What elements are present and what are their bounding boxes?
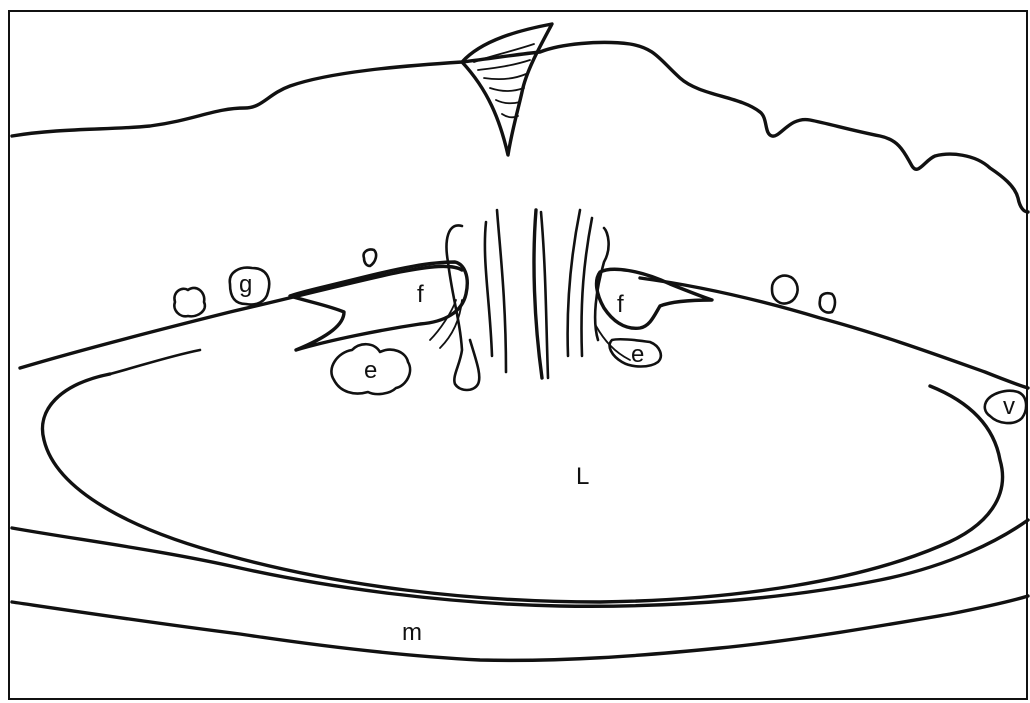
label-L: L bbox=[576, 463, 589, 490]
label-g: g bbox=[239, 271, 252, 298]
left-fold bbox=[290, 262, 467, 350]
wedge-striation-2 bbox=[478, 60, 530, 70]
left-nodule-small bbox=[174, 288, 205, 316]
central-striation-4 bbox=[534, 210, 542, 378]
tiny-nodule-top bbox=[364, 249, 376, 266]
wedge-striation-4 bbox=[490, 88, 524, 91]
label-e-left: e bbox=[364, 357, 377, 384]
label-v: v bbox=[1003, 393, 1015, 420]
central-striation-3 bbox=[497, 210, 506, 372]
label-f-left: f bbox=[417, 281, 424, 308]
wedge-striation-5 bbox=[496, 100, 520, 103]
upper-surface-outline bbox=[12, 42, 1028, 212]
central-striation-6 bbox=[568, 210, 580, 356]
lumen-oval bbox=[42, 374, 1002, 602]
striated-wedge bbox=[462, 24, 552, 155]
right-nodule-1 bbox=[772, 276, 798, 304]
central-striation-7 bbox=[581, 218, 592, 356]
label-e-right: e bbox=[631, 341, 644, 368]
outer-layer-curve bbox=[12, 520, 1028, 606]
central-striation-2 bbox=[485, 222, 492, 356]
wedge-striation-3 bbox=[484, 74, 526, 79]
right-fold bbox=[597, 269, 712, 328]
central-striation-1 bbox=[447, 225, 480, 390]
central-striation-5 bbox=[541, 212, 548, 378]
label-f-right: f bbox=[617, 291, 624, 318]
right-nodule-2 bbox=[820, 293, 835, 312]
lumen-oval-top-join-left bbox=[110, 350, 200, 374]
label-m: m bbox=[402, 619, 422, 646]
